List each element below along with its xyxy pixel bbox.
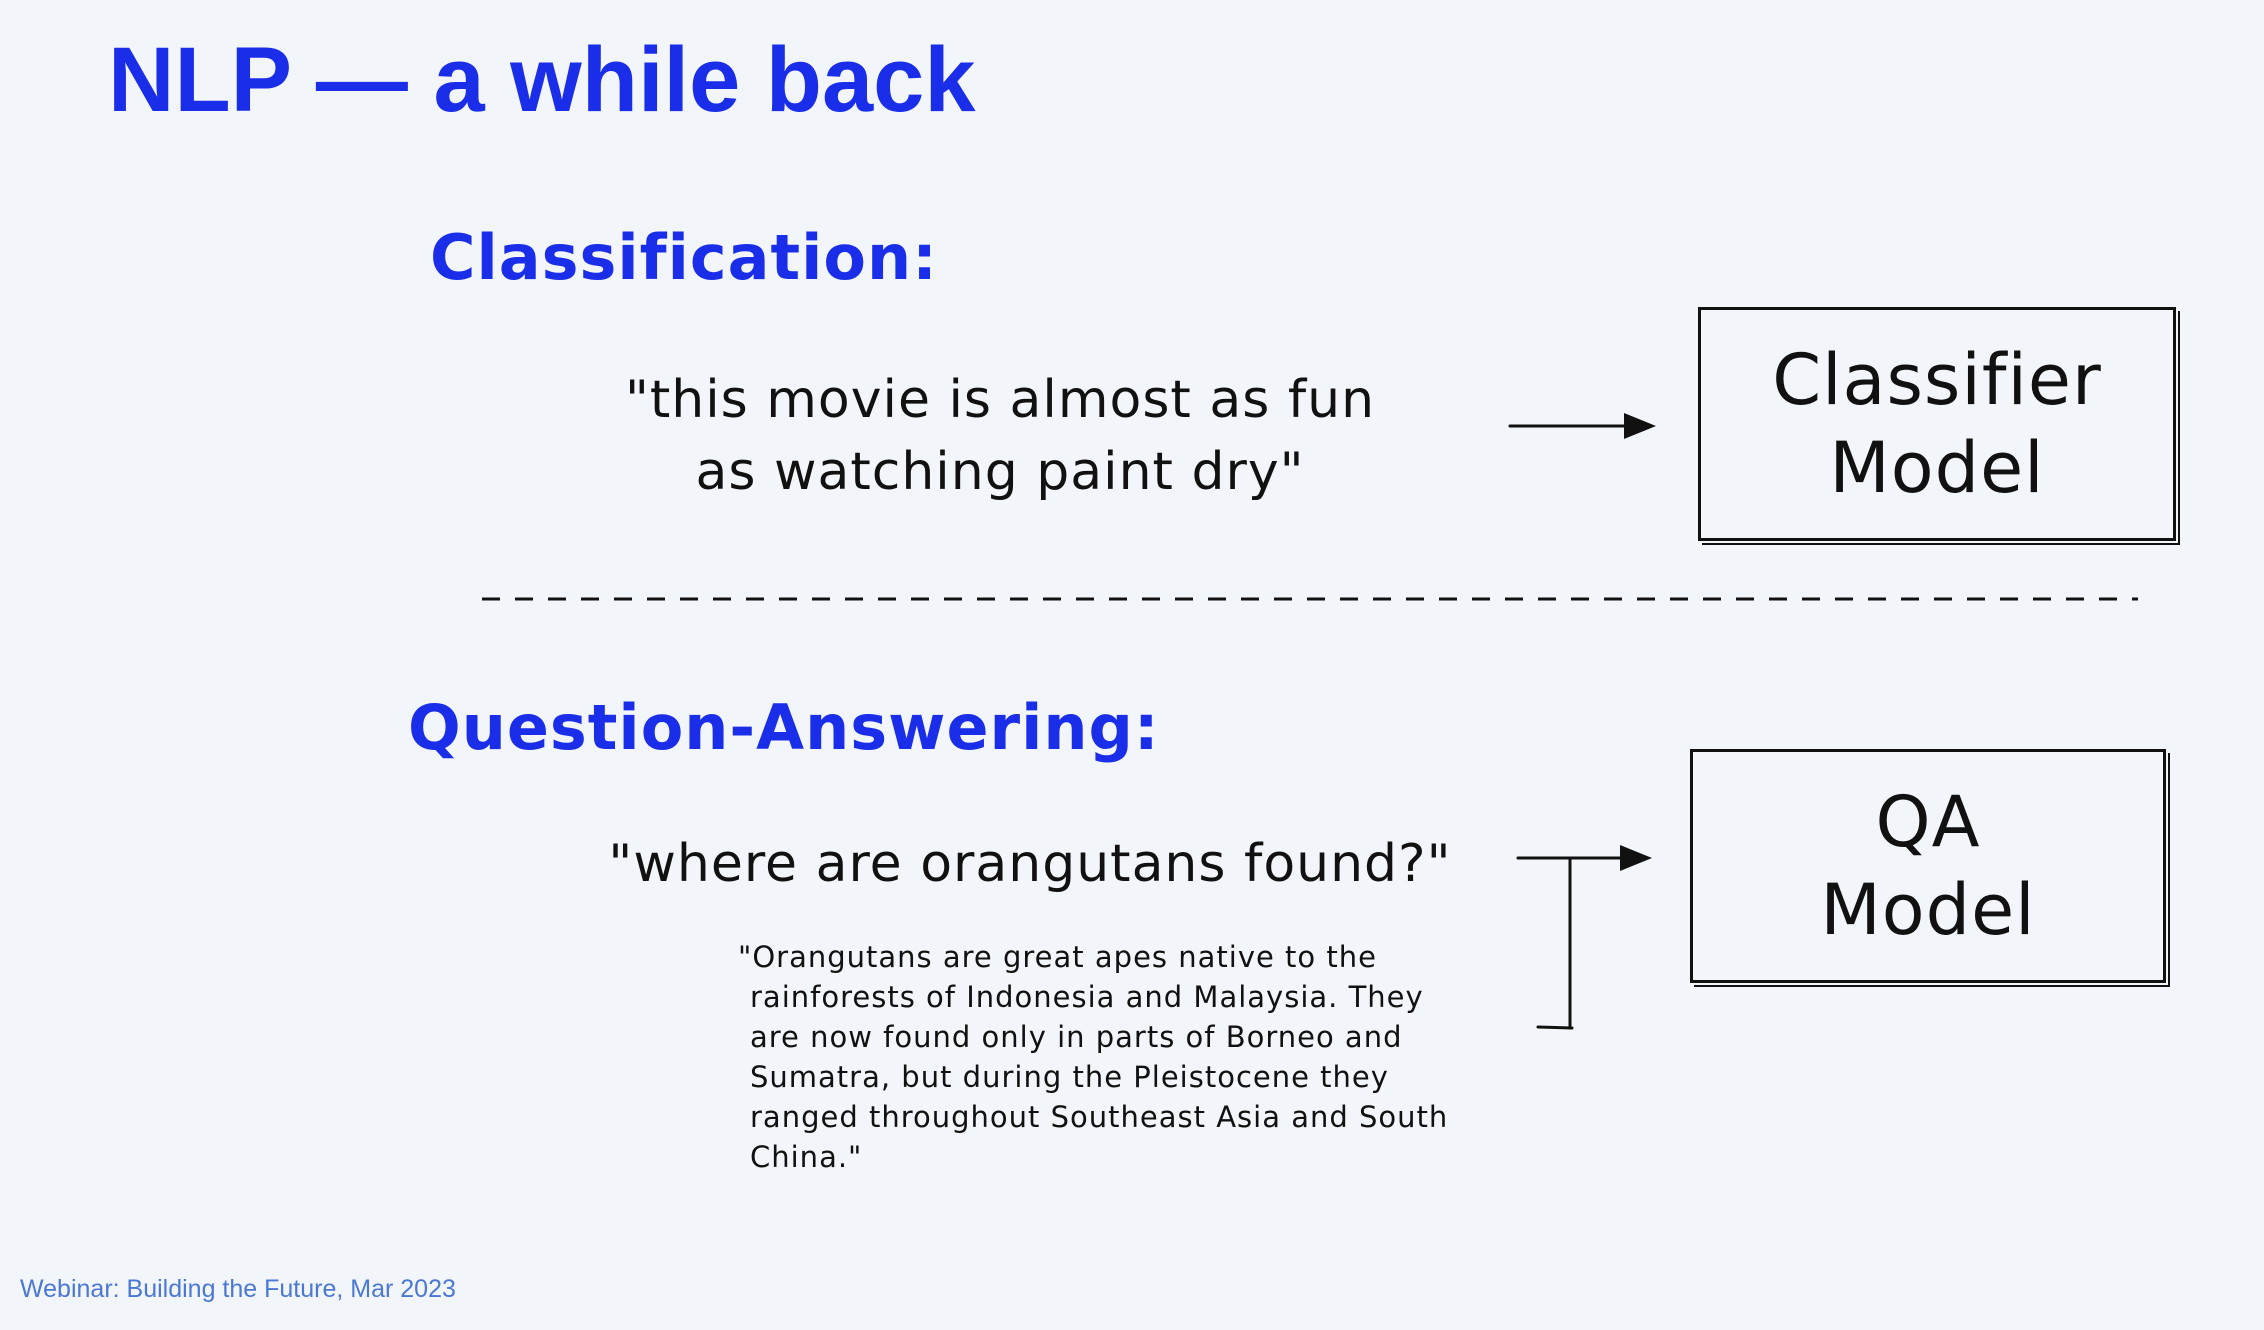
classifier-model-box: Classifier Model [1698, 307, 2176, 541]
classifier-model-label: Classifier [1772, 339, 2102, 421]
classification-arrow-head-icon [1624, 413, 1656, 439]
qa-arrow [1516, 845, 1652, 1030]
classification-input-text: "this movie is almost as fun as watching… [560, 364, 1440, 508]
qa-model-label: Model [1820, 869, 2036, 951]
classification-arrow [1508, 413, 1656, 439]
qa-model-box: QA Model [1690, 749, 2166, 983]
qa-arrow-head-icon [1620, 845, 1652, 871]
classification-input-line: as watching paint dry" [695, 442, 1305, 502]
qa-heading: Question-Answering: [408, 691, 1160, 764]
slide-footer: Webinar: Building the Future, Mar 2023 [20, 1275, 456, 1303]
qa-question-text: "where are orangutans found?" [608, 834, 1452, 894]
classification-input-line: "this movie is almost as fun [624, 370, 1376, 430]
slide-title: NLP — a while back [108, 29, 976, 131]
qa-context-passage: "Orangutans are great apes native to the… [738, 940, 1449, 1174]
classifier-model-label: Model [1829, 427, 2045, 509]
qa-context-connector [1536, 1025, 1574, 1030]
qa-model-label: QA [1875, 781, 1981, 863]
classification-heading: Classification: [430, 221, 938, 294]
